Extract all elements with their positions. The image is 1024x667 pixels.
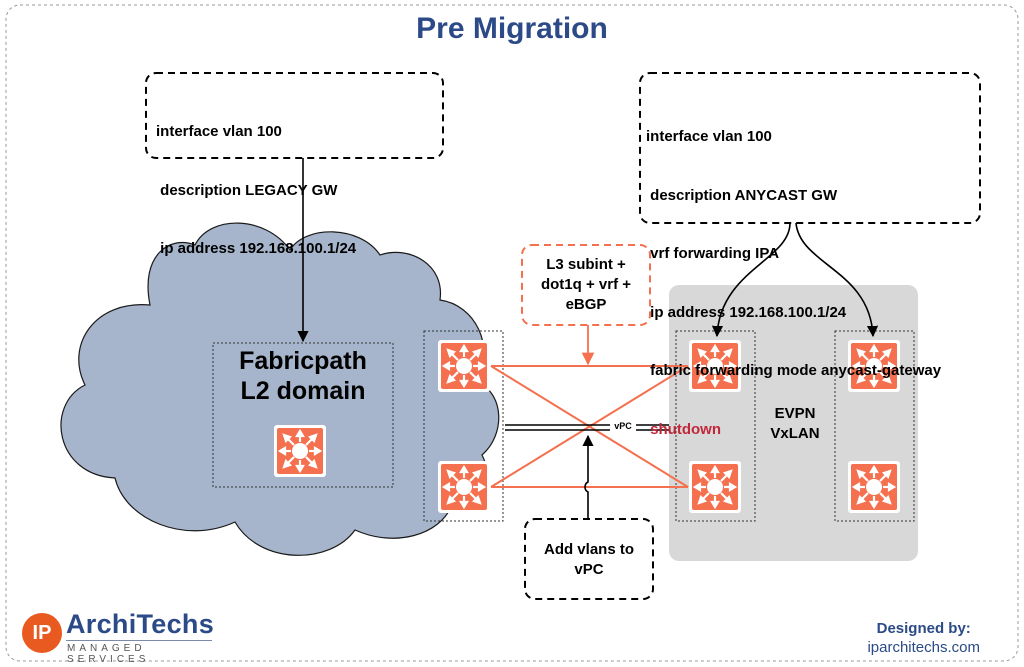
ip-logo-icon: IP <box>22 613 62 653</box>
brand-logo: IP ArchiTechs MANAGED SERVICES <box>22 607 232 665</box>
legacy-config-text: interface vlan 100 description LEGACY GW… <box>156 83 356 298</box>
fabricpath-switch-icon <box>272 423 328 479</box>
fabricpath-label-line2: L2 domain <box>240 377 366 405</box>
shutdown-line: shutdown <box>646 420 721 438</box>
fabricpath-domain-box <box>212 342 394 488</box>
l3-note-box <box>521 244 651 326</box>
l3-note-line1: L3 subint + <box>546 256 626 273</box>
config-line: interface vlan 100 <box>156 123 282 140</box>
anycast-arrow-right <box>795 222 879 338</box>
vpc-note-line2: vPC <box>574 561 604 578</box>
vpc-note-arrow <box>582 434 594 519</box>
l3-note-text: L3 subint + dot1q + vrf + eBGP <box>522 255 650 315</box>
brand-name: ArchiTechs <box>66 609 215 639</box>
evpn-label-line2: VxLAN <box>770 425 820 442</box>
evpn-label: EVPN VxLAN <box>760 404 830 444</box>
l3-note-line2: dot1q + vrf + <box>540 276 632 293</box>
designer-credit: Designed by: iparchitechs.com <box>867 620 980 656</box>
config-line: description LEGACY GW <box>156 181 338 199</box>
vpc-note-box <box>524 518 654 600</box>
config-line: ip address 192.168.100.1/24 <box>156 240 357 257</box>
anycast-config-box <box>639 72 981 224</box>
config-line: vrf forwarding IPA <box>646 245 780 262</box>
legacy-switch-pair-box <box>423 330 504 522</box>
vpc-link <box>505 424 669 431</box>
fabricpath-label-line1: Fabricpath <box>239 347 367 375</box>
evpn-leaf-pair-box-1 <box>675 330 756 522</box>
legacy-switch-bottom-icon <box>436 459 492 515</box>
fabricpath-label: Fabricpath L2 domain <box>213 346 393 406</box>
l3-note-line3: eBGP <box>565 296 607 313</box>
config-line: fabric forwarding mode anycast-gateway <box>646 362 942 379</box>
config-line: ip address 192.168.100.1/24 <box>646 303 847 321</box>
config-line: description ANYCAST GW <box>646 186 838 204</box>
l3-links <box>490 365 689 488</box>
anycast-config-text: interface vlan 100 description ANYCAST G… <box>646 88 941 478</box>
brand-divider <box>66 640 212 641</box>
outer-frame <box>5 4 1019 662</box>
evpn-leaf-pair-box-2 <box>834 330 915 522</box>
vpc-note-line1: Add vlans to <box>543 541 634 558</box>
anycast-arrow-left <box>711 222 791 338</box>
designer-site: iparchitechs.com <box>867 639 980 656</box>
legacy-switch-top-icon <box>436 338 492 394</box>
evpn-label-line1: EVPN <box>774 405 816 422</box>
page-title: Pre Migration <box>416 12 608 45</box>
vpc-label: vPC <box>614 421 632 431</box>
legacy-config-box <box>145 72 444 159</box>
config-line: interface vlan 100 <box>646 128 772 145</box>
designer-label: Designed by: <box>876 620 971 637</box>
vpc-note-text: Add vlans to vPC <box>525 540 653 580</box>
brand-tagline: MANAGED SERVICES <box>67 643 150 665</box>
